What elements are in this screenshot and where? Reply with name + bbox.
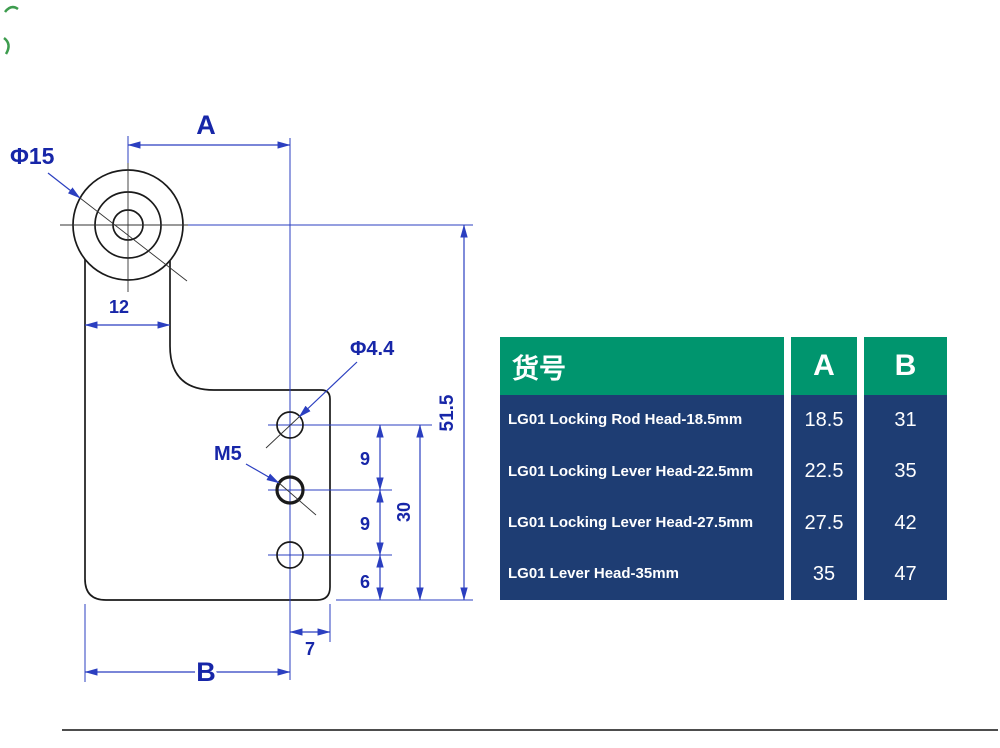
dim-30-label: 30 (394, 502, 414, 522)
dim-a: A (127, 110, 291, 163)
m5-label: M5 (214, 443, 242, 465)
dim-7-label: 7 (305, 639, 315, 659)
hole-bottom (276, 541, 304, 569)
dim-6: 6 (360, 554, 384, 601)
dim-7: 7 (289, 604, 331, 659)
header-col-a: A (791, 337, 857, 395)
value-b: 35 (894, 460, 917, 483)
value-b: 42 (894, 511, 917, 534)
mounting-holes (275, 411, 305, 569)
spec-table: 货号 LG01 Locking Rod Head-18.5mm LG01 Loc… (500, 337, 947, 600)
col-a-body: 18.5 22.5 27.5 35 (791, 395, 857, 600)
dim-a-label: A (196, 110, 216, 140)
table-row-name: LG01 Locking Rod Head-18.5mm (508, 411, 743, 429)
dim-12: 12 (84, 297, 171, 329)
callout-m5: M5 (214, 443, 317, 516)
spec-col-item: 货号 LG01 Locking Rod Head-18.5mm LG01 Loc… (500, 337, 784, 600)
item-body: LG01 Locking Rod Head-18.5mm LG01 Lockin… (500, 395, 784, 600)
dim-b-label: B (196, 657, 216, 687)
dia44-label: Φ4.4 (350, 338, 395, 360)
dim-9-top-label: 9 (360, 449, 370, 469)
header-item-no: 货号 (500, 337, 784, 395)
part-outline (84, 259, 331, 601)
dim-51-5-label: 51.5 (437, 394, 458, 431)
table-row-name: LG01 Locking Lever Head-22.5mm (508, 462, 754, 480)
bottom-divider (62, 729, 998, 731)
dim-9-bottom: 9 (360, 489, 384, 556)
pivot-boss (60, 158, 196, 292)
dim-51-5: 51.5 (434, 224, 468, 601)
callout-dia15: Φ15 (10, 143, 188, 282)
value-a: 27.5 (804, 511, 844, 534)
callout-dia44: Φ4.4 (265, 338, 395, 449)
value-a: 22.5 (804, 460, 844, 483)
hole-ext-lines (188, 224, 473, 601)
value-a: 18.5 (804, 409, 844, 432)
value-b: 31 (894, 409, 917, 432)
col-b-body: 31 35 42 47 (864, 395, 947, 600)
value-a: 35 (812, 562, 836, 585)
hole-middle-m5 (275, 475, 305, 505)
table-row-name: LG01 Lever Head-35mm (508, 565, 679, 583)
value-b: 47 (894, 562, 917, 585)
hole-top (276, 411, 304, 439)
table-row-name: LG01 Locking Lever Head-27.5mm (508, 513, 754, 531)
dim-9-top: 9 (360, 424, 384, 491)
dim-9-bottom-label: 9 (360, 514, 370, 534)
header-col-b: B (864, 337, 947, 395)
dim-30: 30 (391, 424, 424, 601)
dia15-label: Φ15 (10, 143, 55, 169)
dim-6-label: 6 (360, 572, 370, 592)
dim-b: B (84, 604, 291, 690)
spec-col-a: A 18.5 22.5 27.5 35 (791, 337, 857, 600)
dim-12-label: 12 (109, 297, 129, 317)
spec-col-b: B 31 35 42 47 (864, 337, 947, 600)
green-artifact-marks (3, 5, 19, 55)
